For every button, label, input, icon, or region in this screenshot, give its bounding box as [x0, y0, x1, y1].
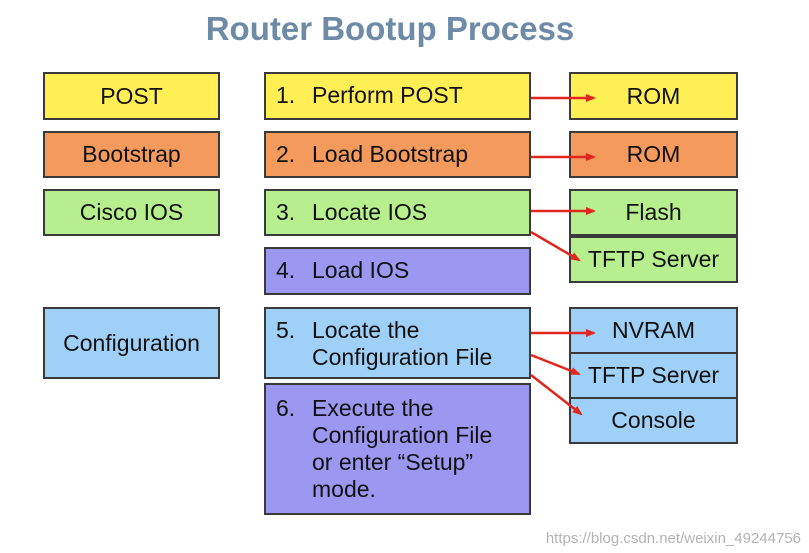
- source-tftp-server-1: TFTP Server: [569, 236, 738, 283]
- step-number: 1.: [276, 82, 296, 108]
- step-6: 6. Execute the Configuration File or ent…: [264, 383, 531, 515]
- step-2: 2. Load Bootstrap: [264, 131, 531, 178]
- source-nvram: NVRAM: [569, 307, 738, 354]
- source-flash: Flash: [569, 189, 738, 236]
- phase-bootstrap: Bootstrap: [43, 131, 220, 178]
- step-number: 6.: [276, 395, 296, 421]
- step-text: Locate the Configuration File: [312, 317, 493, 370]
- step-3: 3. Locate IOS: [264, 189, 531, 236]
- source-console: Console: [569, 397, 738, 444]
- step-number: 2.: [276, 141, 296, 167]
- step-text: Load IOS: [312, 257, 410, 283]
- step-text: Perform POST: [312, 82, 463, 108]
- arrow-config-to-tftp: [530, 353, 581, 376]
- step-number: 3.: [276, 199, 296, 225]
- step-text: Execute the Configuration File or enter …: [312, 395, 493, 502]
- step-number: 5.: [276, 317, 296, 343]
- arrow-ios-to-tftp: [530, 230, 581, 262]
- step-5: 5. Locate the Configuration File: [264, 307, 531, 379]
- step-text: Load Bootstrap: [312, 141, 469, 167]
- arrow-config-to-console: [530, 374, 583, 416]
- step-text: Locate IOS: [312, 199, 428, 225]
- source-tftp-server-2: TFTP Server: [569, 352, 738, 399]
- diagram-title: Router Bootup Process: [205, 10, 575, 47]
- source-rom-2: ROM: [569, 131, 738, 178]
- source-rom-1: ROM: [569, 72, 738, 120]
- step-4: 4. Load IOS: [264, 247, 531, 295]
- watermark: https://blog.csdn.net/weixin_49244756: [545, 530, 801, 547]
- step-number: 4.: [276, 257, 296, 283]
- phase-configuration: Configuration: [43, 307, 220, 379]
- phase-cisco-ios: Cisco IOS: [43, 189, 220, 236]
- step-1: 1. Perform POST: [264, 72, 531, 120]
- phase-post: POST: [43, 72, 220, 120]
